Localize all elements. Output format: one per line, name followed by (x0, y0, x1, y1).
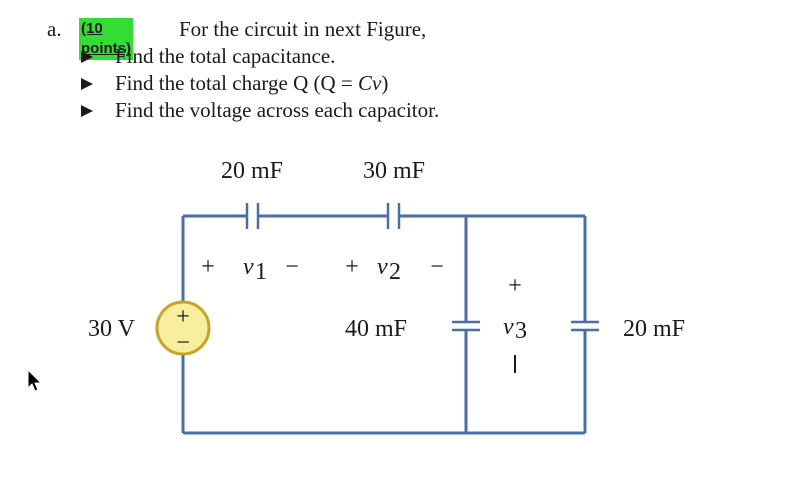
v2-symbol: v (377, 254, 388, 280)
v3-symbol: v (503, 314, 514, 340)
source-label: 30 V (88, 316, 136, 342)
v1-plus: + (201, 254, 215, 280)
arrow-bullet-icon (81, 51, 93, 63)
arrow-bullet-icon (81, 78, 93, 90)
capacitor-c2 (386, 203, 401, 229)
c4-label: 20 mF (623, 316, 685, 342)
v1-subscript: 1 (255, 259, 267, 285)
v1-minus: − (285, 254, 299, 280)
v1-symbol: v (243, 254, 254, 280)
v3-plus: + (508, 273, 522, 299)
v3-subscript: 3 (515, 318, 527, 344)
circuit-wires (181, 214, 587, 435)
v2-subscript: 2 (389, 259, 401, 285)
formula: Cv (358, 71, 382, 95)
c2-label: 30 mF (363, 158, 425, 184)
question-letter: a. (47, 17, 62, 41)
bullet-text: Find the total capacitance. (115, 44, 336, 68)
v2-plus: + (345, 254, 359, 280)
arrow-bullet-icon (81, 105, 93, 117)
bullet-text: Find the voltage across each capacitor. (115, 98, 440, 122)
v2-minus: − (430, 254, 444, 280)
voltage-source (155, 300, 211, 356)
question-text: For the circuit in next Figure, (179, 17, 427, 41)
bullet-text-part: Find the total charge Q (Q = (115, 71, 358, 95)
formula-close: ) (381, 71, 389, 95)
source-plus: + (176, 304, 190, 330)
c1-label: 20 mF (221, 158, 283, 184)
mouse-cursor-icon (27, 368, 43, 392)
source-minus: − (176, 330, 190, 356)
bullet-text: Find the total charge Q (Q = Cv) (115, 70, 388, 97)
c3-label: 40 mF (345, 316, 407, 342)
capacitor-c4 (571, 320, 599, 332)
capacitor-c3 (452, 320, 480, 332)
capacitor-c1 (245, 203, 260, 229)
